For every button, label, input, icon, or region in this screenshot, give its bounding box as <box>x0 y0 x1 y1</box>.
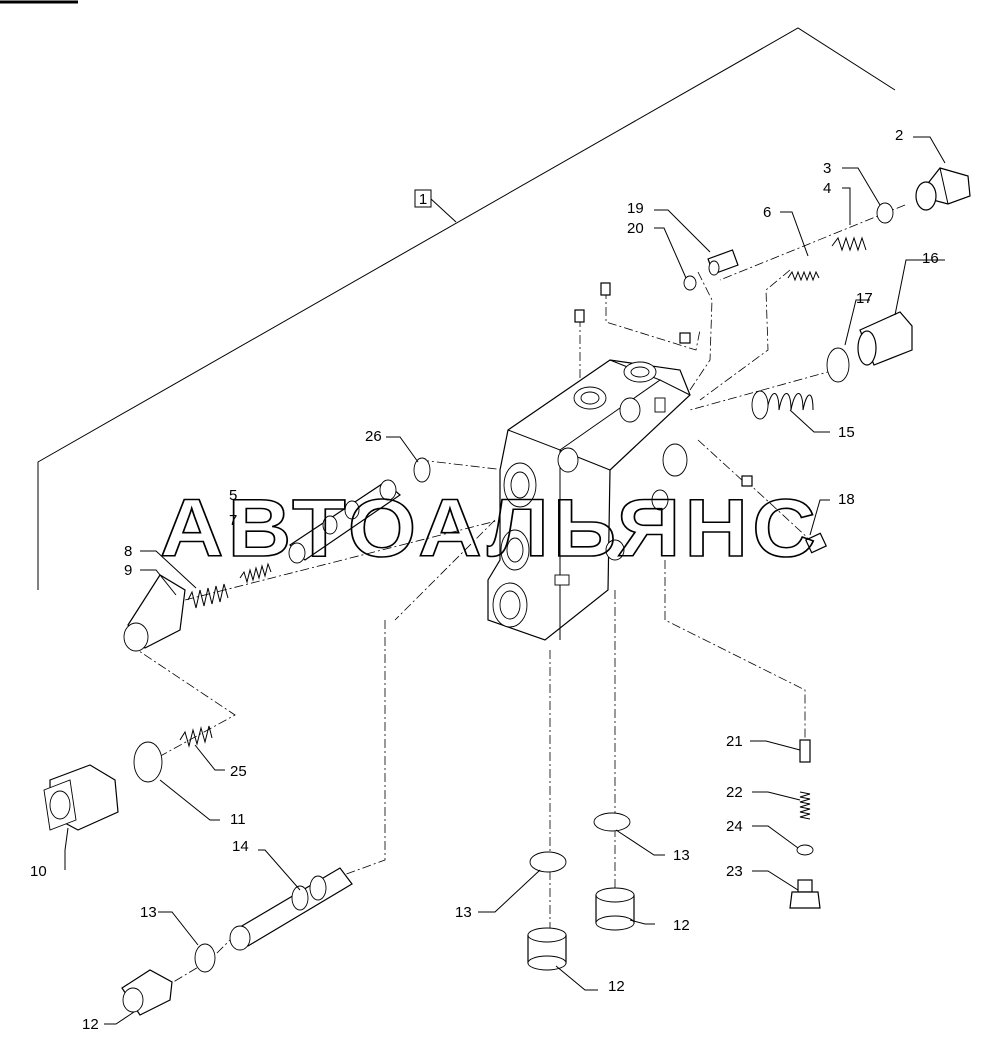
callout-21: 21 <box>726 733 743 750</box>
callout-2: 2 <box>895 127 903 144</box>
fitting-10 <box>43 764 119 831</box>
callout-18: 18 <box>838 491 855 508</box>
plug-23 <box>789 879 821 909</box>
callout-8: 8 <box>124 543 132 560</box>
o-ring-17 <box>826 347 850 383</box>
callout-16: 16 <box>922 250 939 267</box>
callout-14: 14 <box>232 838 249 855</box>
top-plug-a <box>600 282 611 296</box>
spring-8 <box>187 583 229 609</box>
callout-25: 25 <box>230 763 247 780</box>
spring-22 <box>799 791 811 820</box>
callout-12-left: 12 <box>82 1016 99 1033</box>
callout-26: 26 <box>365 428 382 445</box>
plug-2 <box>915 167 971 211</box>
callout-19: 19 <box>627 200 644 217</box>
callout-6: 6 <box>763 204 771 221</box>
assembly-bracket-line <box>37 27 896 590</box>
callout-17: 17 <box>856 290 873 307</box>
callout-22: 22 <box>726 784 743 801</box>
top-plug-c <box>679 332 691 344</box>
callout-13-left: 13 <box>140 904 157 921</box>
callout-9: 9 <box>124 562 132 579</box>
callout-12-center: 12 <box>608 978 625 995</box>
plug-16 <box>857 311 913 366</box>
o-ring-13-left <box>194 943 216 973</box>
center-lines <box>129 204 906 991</box>
callout-13-right: 13 <box>673 847 690 864</box>
callout-24: 24 <box>726 818 743 835</box>
pin-6 <box>787 270 820 282</box>
callout-23: 23 <box>726 863 743 880</box>
callout-15: 15 <box>838 424 855 441</box>
callouts: 2 3 4 5 6 7 8 9 10 11 12 12 12 13 13 13 … <box>30 127 939 1033</box>
callout-12-right: 12 <box>673 917 690 934</box>
cap-9 <box>123 574 186 652</box>
assembly-label: 1 <box>419 191 427 208</box>
spring-25 <box>179 725 213 748</box>
leader-lines <box>64 136 946 1025</box>
o-ring-13-right <box>593 812 631 832</box>
o-ring-11 <box>133 741 163 783</box>
washer-24 <box>796 844 814 856</box>
plug-12-center <box>527 927 567 971</box>
callout-20: 20 <box>627 220 644 237</box>
valve-body <box>487 359 691 641</box>
callout-11: 11 <box>230 811 246 828</box>
plug-12-right <box>595 887 635 931</box>
o-ring-3 <box>876 202 894 224</box>
spool-5 <box>288 479 401 564</box>
callout-3: 3 <box>823 160 831 177</box>
spring-7 <box>239 562 272 584</box>
spring-15 <box>751 390 814 420</box>
plug-18-side <box>804 532 828 554</box>
assembly-label-box <box>414 189 432 208</box>
o-ring-13-center <box>529 851 567 873</box>
washer-20 <box>683 275 697 291</box>
top-plug-b <box>574 309 585 323</box>
o-ring-26 <box>413 457 431 483</box>
spool-14 <box>229 867 353 951</box>
plug-12-left <box>121 969 173 1016</box>
fitting-19 <box>707 249 739 276</box>
watermark: АВТОАЛЬЯНС <box>160 483 820 574</box>
callout-5: 5 <box>229 487 237 504</box>
callout-13-center: 13 <box>455 904 472 921</box>
plug-18-top <box>741 475 753 487</box>
spring-4 <box>831 236 867 252</box>
pin-21 <box>799 739 811 763</box>
callout-10: 10 <box>30 863 47 880</box>
callout-7: 7 <box>229 512 237 529</box>
callout-4: 4 <box>823 180 831 197</box>
